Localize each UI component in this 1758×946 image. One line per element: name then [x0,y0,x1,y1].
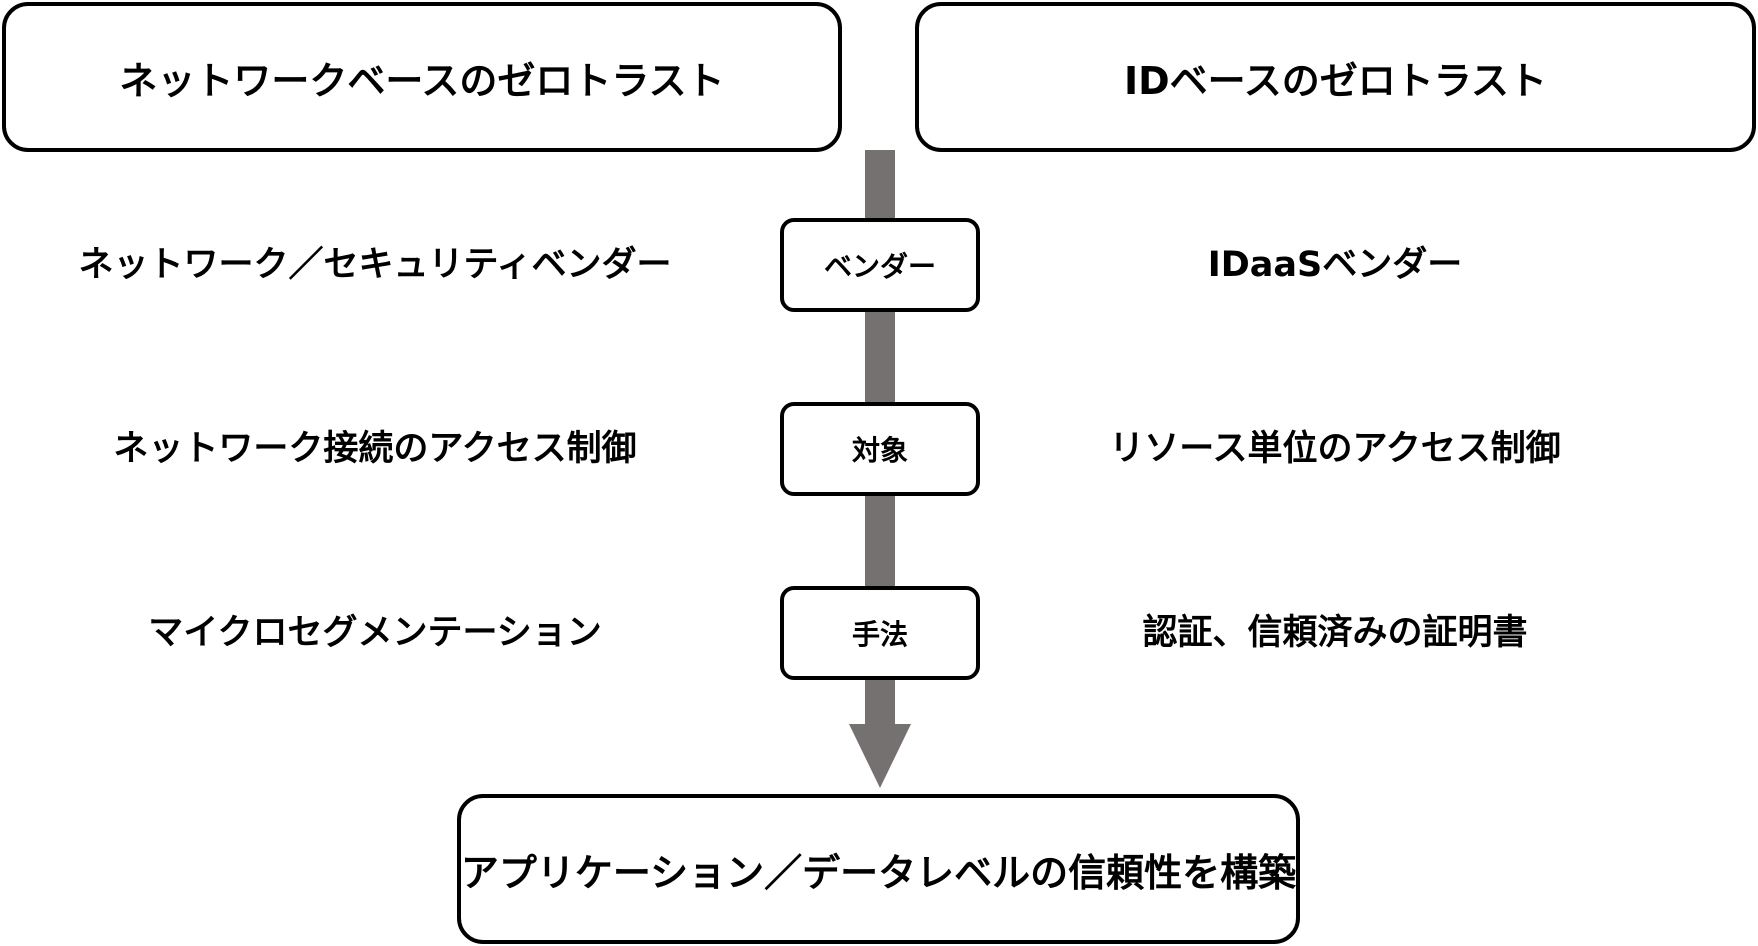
vendor-label: ベンダー [823,250,936,283]
network-based-zero-trust-title: ネットワークベースのゼロトラスト [119,58,725,103]
method-label-box: 手法 [780,586,980,680]
id-based-zero-trust-box: IDベースのゼロトラスト [915,2,1756,152]
down-arrow-head [849,724,911,788]
microsegmentation-text: マイクロセグメンテーション [148,613,602,653]
id-based-zero-trust-title: IDベースのゼロトラスト [1123,58,1548,103]
application-data-trust-title: アプリケーション／データレベルの信頼性を構築 [460,850,1297,895]
target-label: 対象 [851,434,908,467]
vendor-label-box: ベンダー [780,218,980,312]
idaas-vendor-text: IDaaSベンダー [1207,245,1463,285]
network-vendor-text: ネットワーク／セキュリティベンダー [78,245,672,285]
application-data-trust-box: アプリケーション／データレベルの信頼性を構築 [457,794,1300,944]
resource-access-control-text: リソース単位のアクセス制御 [1109,429,1561,469]
target-label-box: 対象 [780,402,980,496]
method-label: 手法 [851,618,908,651]
authentication-certificate-text: 認証、信頼済みの証明書 [1142,613,1528,653]
network-based-zero-trust-box: ネットワークベースのゼロトラスト [2,2,842,152]
network-access-control-text: ネットワーク接続のアクセス制御 [113,429,637,469]
